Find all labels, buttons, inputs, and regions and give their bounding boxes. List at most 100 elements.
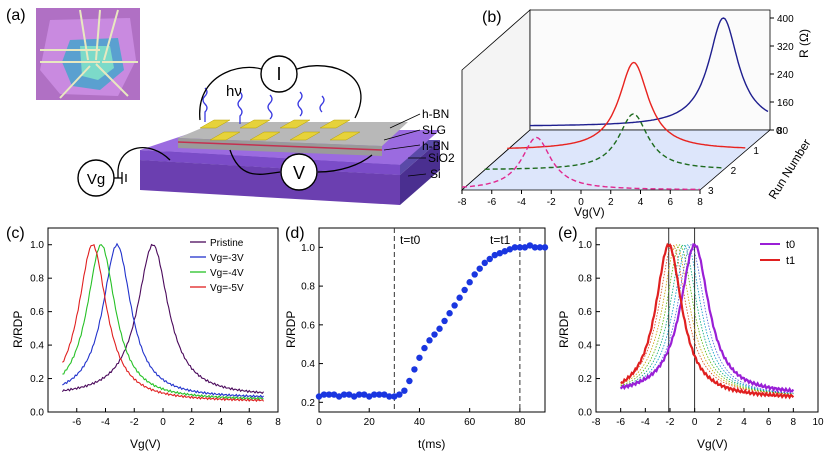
e-ytick-label: 0.2 (578, 374, 592, 385)
d-point (436, 325, 443, 332)
b-xtick-label: -4 (517, 197, 526, 208)
d-point (381, 391, 388, 398)
e-legend-label: t1 (786, 255, 795, 267)
d-point (501, 248, 509, 255)
d-point (391, 393, 398, 400)
e-xtick-label: 6 (766, 417, 772, 428)
panel-b-xlabel: Vg(V) (574, 205, 605, 219)
b-xtick-label: 4 (638, 197, 644, 208)
b-run-label: 1 (753, 146, 759, 157)
d-point (386, 393, 393, 400)
b-series-line (507, 61, 746, 149)
d-xtick-label: 40 (414, 417, 426, 428)
panel-b-zlabel: R (Ω) (797, 29, 811, 58)
d-point (345, 391, 353, 398)
d-point (536, 244, 544, 251)
e-legend-label: t0 (786, 239, 795, 251)
layer-labels: h-BN SLG h-BN SiO2 Si (383, 107, 455, 181)
d-point (491, 251, 498, 259)
panel-d-xlabel: t(ms) (418, 437, 445, 451)
svg-text:h-BN: h-BN (422, 139, 449, 153)
c-ytick-label: 0.4 (30, 341, 44, 352)
d-point (456, 294, 463, 301)
b-ztick-label: 240 (777, 70, 794, 81)
panel-d-annot-t0: t=t0 (400, 233, 421, 247)
b-xtick-label: -8 (458, 197, 467, 208)
d-point (481, 259, 488, 267)
c-xtick-label: 2 (189, 417, 195, 428)
d-point (451, 302, 458, 309)
b-xtick-label: 6 (667, 197, 673, 208)
panel-c-label: (c) (6, 225, 25, 242)
e-xtick-label: 8 (791, 417, 797, 428)
c-ytick-label: 1.0 (30, 240, 44, 251)
panel-d-annot-t1: t=t1 (490, 233, 511, 247)
c-legend-label: Vg=-4V (210, 268, 244, 279)
e-intermediate-line (620, 244, 794, 394)
b-xtick-label: -2 (547, 197, 556, 208)
panel-b-curves (461, 17, 769, 191)
voltmeter: V (280, 153, 318, 191)
gate-source: Vg (77, 159, 127, 197)
e-ytick-label: 0.0 (578, 408, 592, 419)
d-xtick-label: 60 (464, 417, 476, 428)
c-xtick-label: 6 (246, 417, 252, 428)
d-point (506, 246, 514, 253)
d-point (396, 391, 403, 398)
e-xtick-label: -6 (616, 417, 625, 428)
b-ztick-label: 320 (777, 42, 794, 53)
e-xtick-label: -4 (641, 417, 650, 428)
e-series-line (619, 243, 795, 393)
gold-contacts (199, 119, 361, 141)
c-series-line (62, 244, 265, 403)
c-xtick-label: -2 (130, 417, 139, 428)
circuit-wires (117, 65, 373, 178)
d-ytick-label: 0.2 (301, 398, 315, 409)
ammeter: I (260, 55, 298, 93)
device-micrograph (36, 8, 140, 100)
c-series-line (61, 243, 265, 395)
d-point (330, 391, 338, 398)
panel-d-ylabel: R/RDP (284, 311, 298, 348)
c-xtick-label: -4 (101, 417, 110, 428)
svg-text:SLG: SLG (422, 123, 446, 137)
e-xtick-label: 4 (741, 417, 747, 428)
d-point (511, 244, 519, 251)
d-point (541, 244, 549, 251)
c-legend-label: Pristine (210, 238, 244, 249)
photon-label: hν (226, 83, 242, 100)
panel-b-ylabel: Run Number (766, 136, 814, 201)
b-run-label: 3 (708, 186, 714, 197)
c-xtick-label: -6 (72, 417, 81, 428)
panel-d-label: (d) (285, 225, 305, 242)
c-legend-label: Vg=-5V (210, 283, 244, 294)
panel-e-ylabel: R/RDP (557, 311, 571, 348)
b-ztick-label: 400 (777, 14, 794, 25)
svg-text:Si: Si (430, 167, 441, 181)
d-point (421, 344, 428, 352)
d-point (521, 244, 529, 251)
b-run-label: 0 (776, 126, 782, 137)
d-ytick-label: 0.4 (301, 359, 315, 370)
d-point (315, 393, 323, 400)
d-point (366, 393, 373, 400)
d-point (350, 393, 358, 400)
d-ytick-label: 1.0 (301, 243, 315, 254)
e-ytick-label: 0.8 (578, 274, 592, 285)
d-point (466, 279, 473, 286)
d-point (476, 265, 483, 272)
e-ytick-label: 1.0 (578, 240, 592, 251)
d-xtick-label: 80 (514, 417, 526, 428)
d-point (461, 286, 468, 294)
d-point (471, 271, 478, 278)
b-ztick-label: 80 (777, 126, 789, 137)
c-ytick-label: 0.2 (30, 374, 44, 385)
c-series-line (62, 244, 264, 401)
d-point (411, 366, 418, 373)
